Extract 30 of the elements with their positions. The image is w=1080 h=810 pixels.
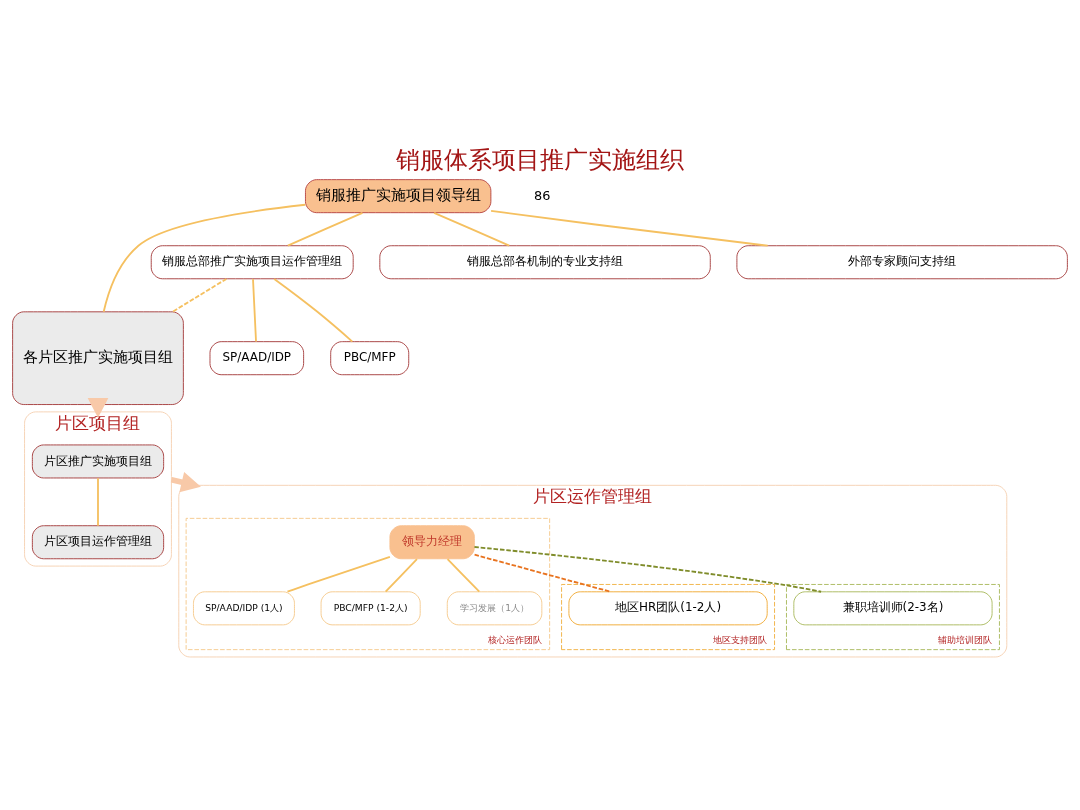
connector — [171, 278, 228, 313]
connector — [473, 553, 612, 593]
node-box: 地区HR团队(1-2人) — [568, 591, 768, 626]
connector — [273, 278, 354, 343]
node-box: 销服总部推广实施项目运作管理组 — [150, 245, 354, 280]
node-box: 销服推广实施项目领导组 — [305, 179, 492, 214]
connector — [384, 558, 418, 593]
node-box: 兼职培训师(2-3名) — [793, 591, 993, 626]
connector — [286, 556, 391, 593]
connector — [286, 211, 364, 247]
node-box: 学习发展（1人） — [446, 591, 543, 626]
node-box: SP/AAD/IDP — [209, 341, 305, 376]
connector — [490, 209, 769, 247]
connector — [473, 546, 823, 593]
label: 86 — [534, 187, 551, 203]
connector — [433, 211, 511, 247]
node-box: 片区项目运作管理组 — [31, 525, 165, 560]
node-box: PBC/MFP (1-2人) — [320, 591, 421, 626]
node-box: 销服总部各机制的专业支持组 — [379, 245, 711, 280]
connector — [252, 278, 257, 343]
connector — [446, 558, 481, 593]
arrow — [87, 398, 109, 418]
node-box: SP/AAD/IDP (1人) — [193, 591, 295, 626]
node-box: PBC/MFP — [330, 341, 410, 376]
diagram-title: 销服体系项目推广实施组织 — [396, 146, 684, 175]
node-box: 片区推广实施项目组 — [31, 444, 165, 479]
node-box: 外部专家顾问支持组 — [736, 245, 1068, 280]
node-box: 领导力经理 — [389, 525, 475, 560]
connector — [102, 203, 307, 313]
connector — [97, 477, 99, 527]
